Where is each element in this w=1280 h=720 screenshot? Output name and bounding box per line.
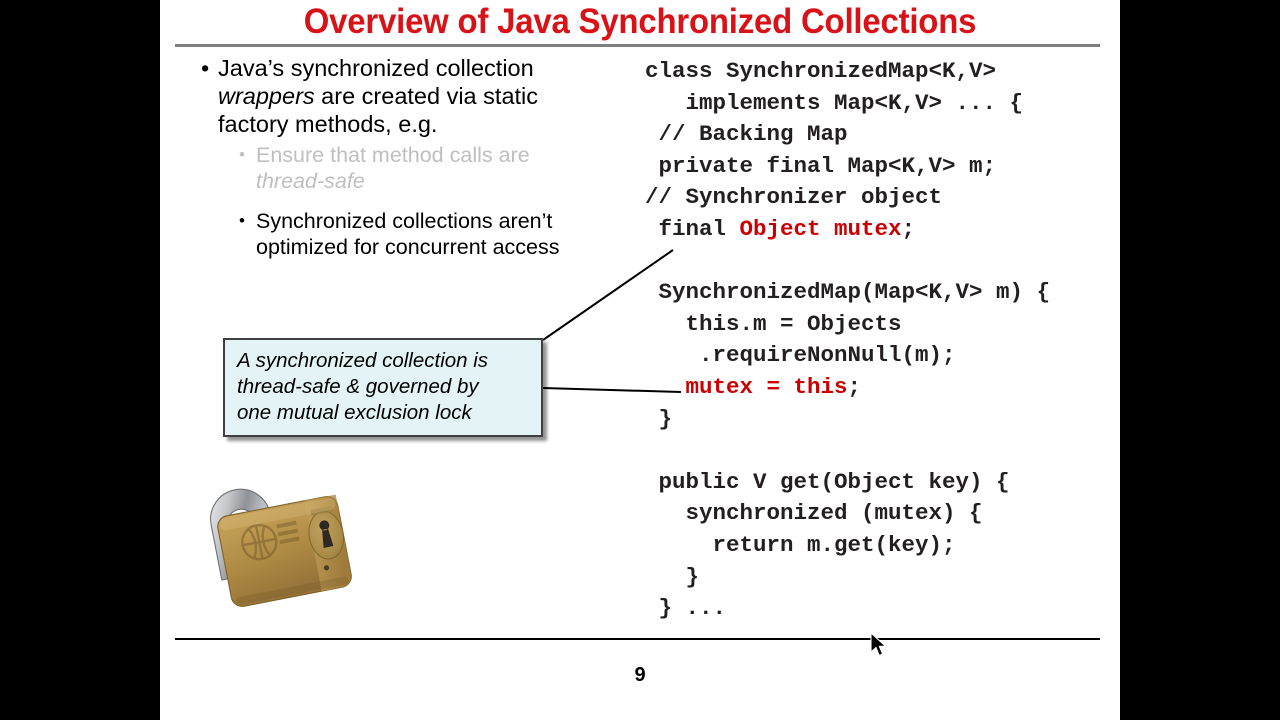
code-text: // Backing Map: [645, 121, 848, 148]
footer-divider: [175, 638, 1100, 640]
code-text: private final Map<K,V> m;: [645, 152, 997, 179]
code-line: private final Map<K,V> m;: [645, 151, 1120, 183]
code-blank-line: [645, 435, 1120, 467]
code-text: this.m = Objects: [645, 310, 902, 337]
code-line: final Object mutex;: [645, 214, 1120, 246]
code-text: .requireNonNull(m);: [645, 342, 956, 369]
bullet-marker-icon: •: [239, 145, 245, 164]
page-title: Overview of Java Synchronized Collection…: [303, 2, 977, 41]
code-text: implements Map<K,V> ... {: [645, 89, 1024, 116]
page-number: 9: [634, 664, 646, 686]
code-text: } ...: [645, 595, 727, 622]
bullet-item: • Ensure that method calls are thread-saf…: [163, 142, 603, 194]
code-line: }: [645, 404, 1120, 436]
code-text: final: [645, 215, 740, 242]
slide-canvas: Overview of Java Synchronized Collection…: [160, 0, 1120, 720]
bullet-item: • Java’s synchronized collection wrappers…: [163, 54, 603, 138]
code-text: synchronized (mutex) {: [645, 500, 983, 527]
code-text: }: [645, 405, 673, 432]
code-line: synchronized (mutex) {: [645, 498, 1120, 530]
code-line: }: [645, 562, 1120, 594]
code-blank-line: [645, 246, 1120, 278]
code-text: class SynchronizedMap<K,V>: [645, 58, 997, 84]
code-highlight: Object mutex: [739, 215, 902, 242]
callout-box: A synchronized collection is thread-safe…: [223, 338, 543, 437]
bullet-text: Synchronized collections aren’t optimize…: [256, 209, 560, 259]
bullet-list: • Java’s synchronized collection wrappers…: [163, 54, 603, 264]
callout-text: A synchronized collection is thread-safe…: [237, 349, 489, 424]
letterbox-right: [1120, 0, 1280, 720]
code-line: SynchronizedMap(Map<K,V> m) {: [645, 277, 1120, 309]
code-line: this.m = Objects: [645, 309, 1120, 341]
code-line: // Backing Map: [645, 119, 1120, 151]
bullet-text: Ensure that method calls are thread-safe: [256, 143, 530, 193]
code-text: [645, 374, 686, 400]
code-text: // Synchronizer object: [645, 184, 943, 211]
code-highlight: mutex = this: [685, 373, 848, 400]
bullet-spacer: [163, 198, 603, 208]
bullet-marker-icon: •: [239, 211, 245, 230]
code-text: ;: [901, 215, 916, 242]
code-text: ;: [847, 373, 862, 400]
code-line: public V get(Object key) {: [645, 467, 1120, 499]
code-line: mutex = this;: [645, 372, 1120, 404]
code-text: return m.get(key);: [645, 531, 956, 558]
arrow-cursor: [870, 632, 887, 657]
code-line: // Synchronizer object: [645, 182, 1120, 214]
code-listing: class SynchronizedMap<K,V> implements Ma…: [645, 56, 1120, 625]
letterbox-left: [0, 0, 160, 720]
code-text: SynchronizedMap(Map<K,V> m) {: [645, 279, 1051, 306]
bullet-item: • Synchronized collections aren’t optimiz…: [163, 208, 603, 260]
code-line: class SynchronizedMap<K,V>: [645, 56, 1120, 88]
bullet-marker-icon: •: [201, 55, 210, 81]
code-line: return m.get(key);: [645, 530, 1120, 562]
bullet-text: Java’s synchronized collection wrappers …: [218, 55, 539, 137]
title-divider: [175, 44, 1100, 47]
padlock-icon: [210, 488, 352, 607]
code-line: } ...: [645, 593, 1120, 625]
code-text: }: [645, 563, 700, 590]
code-text: public V get(Object key) {: [645, 468, 1010, 495]
code-line: implements Map<K,V> ... {: [645, 88, 1120, 120]
code-line: .requireNonNull(m);: [645, 340, 1120, 372]
